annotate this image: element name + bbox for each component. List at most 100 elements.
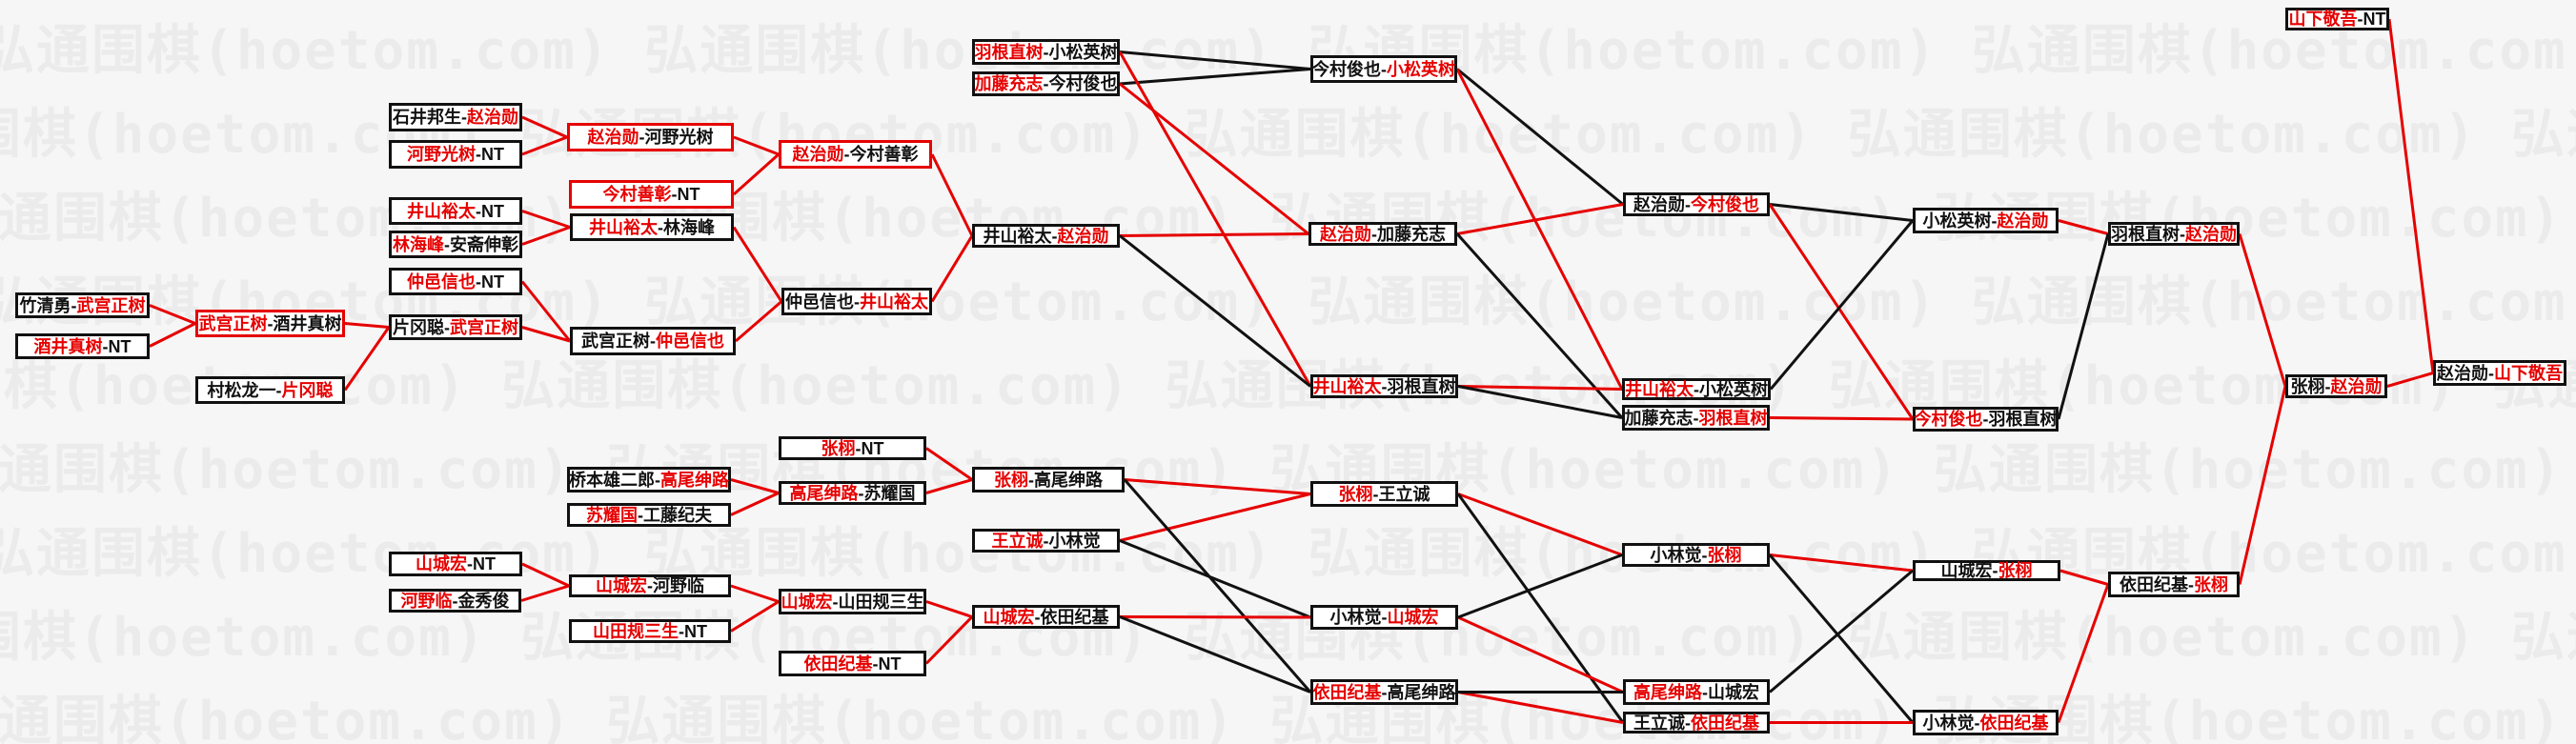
bracket-line	[732, 226, 783, 303]
player-b-label: 河野临	[653, 576, 704, 595]
hyphen-separator: -	[267, 313, 274, 333]
match-box: 石井邦生 - 赵治勋	[389, 103, 522, 131]
player-b-label: 井山裕太	[860, 292, 928, 312]
match-box: 山城宏 - 张栩	[1913, 560, 2060, 581]
bracket-line	[1119, 615, 1311, 694]
bracket-line	[1768, 203, 1915, 420]
player-b-label: 今村俊也	[1691, 194, 1759, 214]
player-b-label: 小松英树	[1699, 379, 1768, 399]
hyphen-separator: -	[1702, 682, 1708, 702]
bracket-line	[521, 226, 571, 246]
bracket-line	[1119, 539, 1311, 619]
hyphen-separator: -	[1991, 211, 1998, 231]
player-b-label: NT	[481, 145, 504, 164]
hyphen-separator: -	[855, 438, 862, 458]
match-box: 赵治勋 - 河野光树	[567, 123, 734, 151]
match-box: 竹清勇 - 武宫正树	[15, 292, 150, 318]
player-b-label: 小松英树	[1387, 59, 1455, 79]
bracket-line	[735, 300, 782, 343]
match-box: 河野临 - 金秀俊	[389, 589, 521, 613]
player-b-label: 羽根直树	[1387, 376, 1456, 396]
player-a-label: 赵治勋	[1633, 194, 1685, 214]
hyphen-separator: -	[444, 234, 450, 254]
match-box: 山田规三生 - NT	[569, 619, 731, 643]
hyphen-separator: -	[2324, 376, 2331, 396]
player-a-label: 仲邑信也	[407, 271, 476, 292]
match-box: 王立诚 - 小林觉	[972, 529, 1120, 553]
match-box: 加藤充志 - 羽根直树	[1622, 405, 1770, 431]
hyphen-separator: -	[444, 317, 450, 337]
match-box: 山城宏 - NT	[389, 552, 522, 576]
bracket-line	[930, 234, 974, 303]
match-box: 井山裕太 - 赵治勋	[972, 224, 1120, 248]
hyphen-separator: -	[461, 108, 467, 127]
match-box: 河野光树 - NT	[389, 140, 522, 169]
match-box: 小林觉 - 山城宏	[1310, 605, 1458, 630]
bracket-line	[521, 326, 571, 343]
player-b-label: 张栩	[2194, 574, 2228, 594]
player-a-label: 林海峰	[393, 234, 444, 254]
player-b-label: 仲邑信也	[656, 332, 724, 351]
match-box: 今村俊也 - 小松英树	[1310, 55, 1457, 83]
watermark-text: 弘通围棋(hoetom.com) 弘通围棋(hoetom.com) 弘通围棋(h…	[0, 355, 2576, 417]
hyphen-separator: -	[832, 592, 839, 612]
hyphen-separator: -	[1372, 484, 1379, 504]
bracket-line	[730, 584, 780, 603]
player-b-label: NT	[108, 336, 132, 356]
hyphen-separator: -	[2488, 363, 2494, 383]
player-a-label: 张栩	[821, 438, 856, 458]
watermark-text: 弘通围棋(hoetom.com) 弘通围棋(hoetom.com) 弘通围棋(h…	[0, 439, 2576, 501]
bracket-line	[2387, 18, 2435, 373]
bracket-line	[1456, 68, 1624, 206]
hyphen-separator: -	[476, 201, 481, 221]
player-b-label: 赵治勋	[1057, 226, 1109, 246]
bracket-line	[2057, 233, 2110, 420]
player-b-label: 高尾绅路	[660, 470, 729, 490]
match-box: 依田纪基 - 高尾绅路	[1310, 679, 1458, 705]
player-a-label: 山城宏	[983, 607, 1035, 627]
bracket-line	[1119, 615, 1311, 619]
bracket-line	[1118, 50, 1312, 388]
player-a-label: 今村善彰	[602, 185, 672, 204]
hyphen-separator: -	[1701, 545, 1708, 565]
player-a-label: 小林觉	[1329, 608, 1382, 627]
hyphen-separator: -	[1381, 608, 1388, 627]
match-box: 仲邑信也 - 井山裕太	[781, 288, 932, 315]
player-b-label: 加藤充志	[1377, 224, 1446, 244]
player-a-label: 加藤充志	[974, 74, 1044, 93]
bracket-line	[1119, 493, 1311, 542]
player-b-label: NT	[878, 654, 902, 674]
bracket-line	[1457, 385, 1623, 391]
player-b-label: 工藤纪夫	[643, 505, 712, 525]
match-box: 小林觉 - 张栩	[1622, 543, 1770, 567]
player-a-label: 竹清勇	[19, 295, 71, 315]
hyphen-separator: -	[1982, 410, 1989, 429]
player-a-label: 山城宏	[596, 576, 647, 595]
bracket-line	[1123, 478, 1312, 694]
hyphen-separator: -	[1992, 561, 1998, 580]
player-a-label: 今村俊也	[1914, 410, 1983, 429]
match-box: 张栩 - 高尾绅路	[972, 467, 1125, 493]
player-a-label: 河野光树	[407, 145, 476, 164]
player-b-label: 高尾绅路	[1034, 470, 1103, 490]
bracket-line	[2238, 233, 2287, 387]
bracket-line	[925, 478, 973, 494]
player-b-label: NT	[2363, 10, 2386, 29]
player-a-label: 羽根直树	[2111, 224, 2180, 244]
match-box: 桥本雄二郎 - 高尾绅路	[567, 467, 731, 493]
player-a-label: 山城宏	[1940, 561, 1993, 580]
player-a-label: 王立诚	[1633, 713, 1685, 733]
player-b-label: 依田纪基	[1979, 713, 2049, 733]
player-b-label: 依田纪基	[1691, 713, 1759, 733]
player-b-label: 张栩	[1998, 561, 2033, 580]
bracket-line	[1769, 203, 1914, 222]
player-b-label: 苏耀国	[863, 483, 916, 503]
bracket-line	[1457, 553, 1623, 619]
match-box: 依田纪基 - 张栩	[2108, 572, 2240, 597]
player-a-label: 酒井真树	[33, 336, 103, 356]
player-a-label: 武宫正树	[581, 332, 650, 351]
bracket-line	[1769, 219, 1915, 391]
bracket-line	[2238, 386, 2287, 585]
bracket-line	[2057, 583, 2110, 724]
hyphen-separator: -	[1381, 682, 1388, 702]
